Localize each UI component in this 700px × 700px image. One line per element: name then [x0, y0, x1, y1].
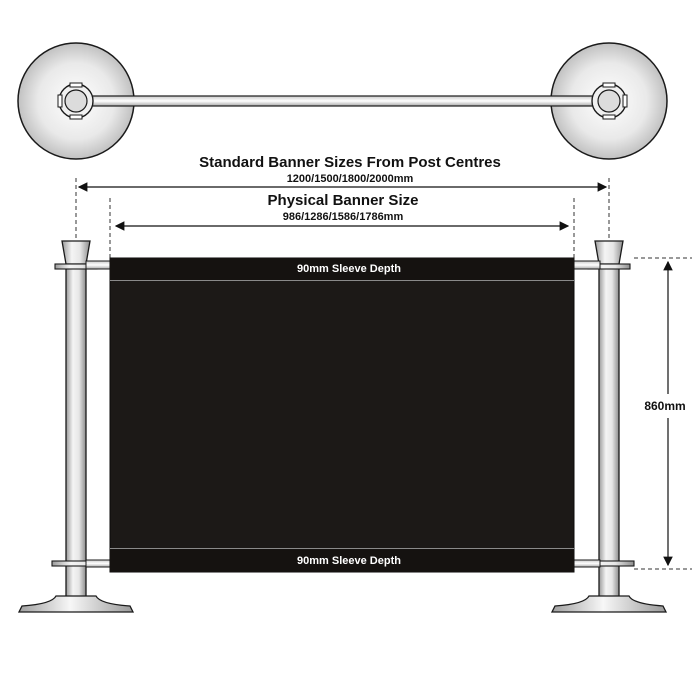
- physical-size-dimension: Physical Banner Size 986/1286/1586/1786m…: [109, 192, 575, 258]
- top-sleeve-label: 90mm Sleeve Depth: [297, 263, 401, 275]
- banner-panel: [109, 257, 575, 573]
- right-post: [550, 240, 668, 613]
- right-post-shaft: [598, 267, 620, 601]
- post-centres-title: Standard Banner Sizes From Post Centres: [199, 154, 501, 171]
- plan-view: [17, 42, 668, 160]
- bottom-sleeve-label: 90mm Sleeve Depth: [297, 555, 401, 567]
- physical-size-title: Physical Banner Size: [268, 192, 419, 209]
- post-centres-dimension: Standard Banner Sizes From Post Centres …: [75, 154, 610, 240]
- left-post-shaft: [65, 267, 87, 601]
- connecting-rail-plan: [81, 95, 604, 107]
- height-dimension: 860mm: [634, 257, 692, 570]
- banner: 90mm Sleeve Depth 90mm Sleeve Depth: [109, 257, 575, 573]
- top-sleeve: [110, 258, 574, 280]
- right-post-base: [550, 595, 668, 613]
- physical-size-values: 986/1286/1586/1786mm: [283, 211, 404, 223]
- height-label: 860mm: [644, 399, 685, 413]
- left-post-top-plan: [57, 82, 94, 120]
- post-centres-sizes: 1200/1500/1800/2000mm: [287, 173, 414, 185]
- right-post-top-plan: [591, 82, 628, 120]
- bottom-sleeve: [110, 549, 574, 572]
- left-post: [17, 240, 135, 613]
- left-post-base: [17, 595, 135, 613]
